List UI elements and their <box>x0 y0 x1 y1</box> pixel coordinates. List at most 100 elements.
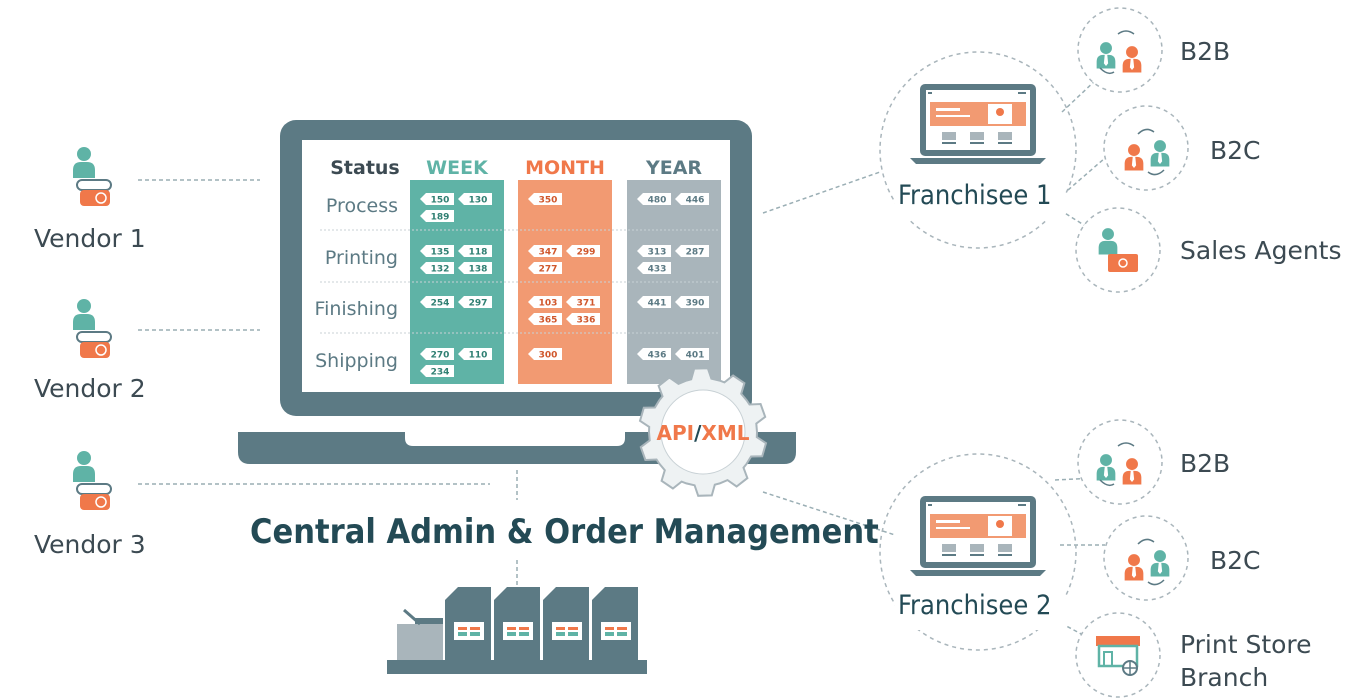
value-tag-label: 300 <box>539 351 558 361</box>
sales-agents-bubble <box>1075 207 1161 293</box>
value-tag <box>637 245 671 257</box>
money-icon <box>1108 254 1138 272</box>
value-tag <box>637 348 671 360</box>
value-tag-label: 130 <box>469 196 488 206</box>
franchisee-1-laptop-icon <box>910 84 1046 164</box>
value-tag <box>420 365 454 377</box>
vendor-1-person-icon <box>73 147 112 206</box>
value-tag-label: 441 <box>648 299 667 309</box>
franchisee-2-label: Franchisee 2 <box>898 590 1052 621</box>
value-tag-label: 313 <box>648 248 667 258</box>
b2c-1-bubble <box>1103 105 1189 191</box>
value-tag-label: 277 <box>539 265 558 275</box>
value-tag-label: 189 <box>431 213 450 223</box>
value-tag-label: 336 <box>577 316 596 326</box>
value-tag-label: 350 <box>539 196 558 206</box>
value-tag <box>566 296 600 308</box>
value-tag-label: 287 <box>686 248 705 258</box>
value-tag-label: 433 <box>648 265 667 275</box>
value-tag-label: 270 <box>431 351 450 361</box>
value-tag <box>528 193 562 205</box>
central-title: Central Admin & Order Management <box>250 512 879 552</box>
value-tag <box>528 262 562 274</box>
value-tag <box>458 348 492 360</box>
franchisee-2-dashed-circle <box>879 453 1077 651</box>
print-store-label: Print Store <box>1180 630 1312 659</box>
b2b-1-label: B2B <box>1180 37 1231 66</box>
value-tag <box>528 245 562 257</box>
franchisee-1-dashed-circle <box>879 51 1077 249</box>
b2b-1-bubble <box>1077 7 1163 93</box>
value-tag <box>637 262 671 274</box>
vendor-3-person-icon <box>73 451 112 510</box>
vendor-2-label: Vendor 2 <box>34 374 146 403</box>
value-tag <box>566 313 600 325</box>
value-tag-label: 299 <box>577 248 596 258</box>
b2c-2-bubble <box>1103 515 1189 601</box>
value-tag <box>528 348 562 360</box>
value-tag <box>420 296 454 308</box>
value-tag <box>528 313 562 325</box>
sales-agents-label: Sales Agents <box>1180 236 1342 265</box>
value-tag <box>675 245 709 257</box>
b2c-1-label: B2C <box>1210 136 1261 165</box>
month-header: MONTH <box>525 157 605 179</box>
xml-label: XML <box>701 421 749 445</box>
b2b-2-bubble <box>1077 419 1163 505</box>
b2c-2-label: B2C <box>1210 546 1261 575</box>
gear-icon: API/XML <box>638 367 768 497</box>
row-label-shipping: Shipping <box>315 350 398 372</box>
value-tag-label: 401 <box>686 351 705 361</box>
value-tag <box>458 193 492 205</box>
value-tag <box>637 193 671 205</box>
value-tag-label: 297 <box>469 299 488 309</box>
value-tag-label: 138 <box>469 265 488 275</box>
value-tag <box>637 296 671 308</box>
value-tag <box>675 348 709 360</box>
api-separator: / <box>694 421 702 445</box>
value-tag <box>420 262 454 274</box>
value-tag <box>675 296 709 308</box>
vendor-2-person-icon <box>73 299 112 358</box>
franchisee-2-laptop-icon <box>910 496 1046 576</box>
value-tag <box>458 262 492 274</box>
row-label-process: Process <box>326 195 398 217</box>
b2b-2-label: B2B <box>1180 449 1231 478</box>
value-tag <box>458 296 492 308</box>
value-tag-label: 150 <box>431 196 450 206</box>
value-tag <box>675 193 709 205</box>
value-tag-label: 480 <box>648 196 667 206</box>
svg-text:API/XML: API/XML <box>657 421 750 445</box>
week-header: WEEK <box>426 157 489 179</box>
row-dividers <box>320 229 720 334</box>
branch-label: Branch <box>1180 663 1269 692</box>
year-header: YEAR <box>645 157 702 179</box>
value-tag-label: 135 <box>431 248 450 258</box>
value-tag-label: 390 <box>686 299 705 309</box>
printer-machines-icon <box>387 587 647 674</box>
value-tag <box>420 245 454 257</box>
value-tag-label: 132 <box>431 265 450 275</box>
value-tag-label: 347 <box>539 248 558 258</box>
value-tag-label: 446 <box>686 196 705 206</box>
print-store-bubble <box>1075 612 1161 698</box>
value-tag-label: 436 <box>648 351 667 361</box>
value-tag-label: 254 <box>431 299 450 309</box>
vendor-3-label: Vendor 3 <box>34 530 146 559</box>
row-label-printing: Printing <box>325 247 398 269</box>
value-tag <box>566 245 600 257</box>
value-tag-label: 103 <box>539 299 558 309</box>
value-tag <box>420 348 454 360</box>
api-label: API <box>657 421 695 445</box>
value-tag-label: 371 <box>577 299 596 309</box>
value-tag-label: 110 <box>469 351 488 361</box>
status-header: Status <box>330 157 400 179</box>
value-tag <box>420 193 454 205</box>
value-tag-label: 234 <box>431 368 450 378</box>
value-tag <box>420 210 454 222</box>
franchisee-1-label: Franchisee 1 <box>898 180 1052 211</box>
store-front-icon <box>1096 636 1140 676</box>
value-tag-label: 365 <box>539 316 558 326</box>
